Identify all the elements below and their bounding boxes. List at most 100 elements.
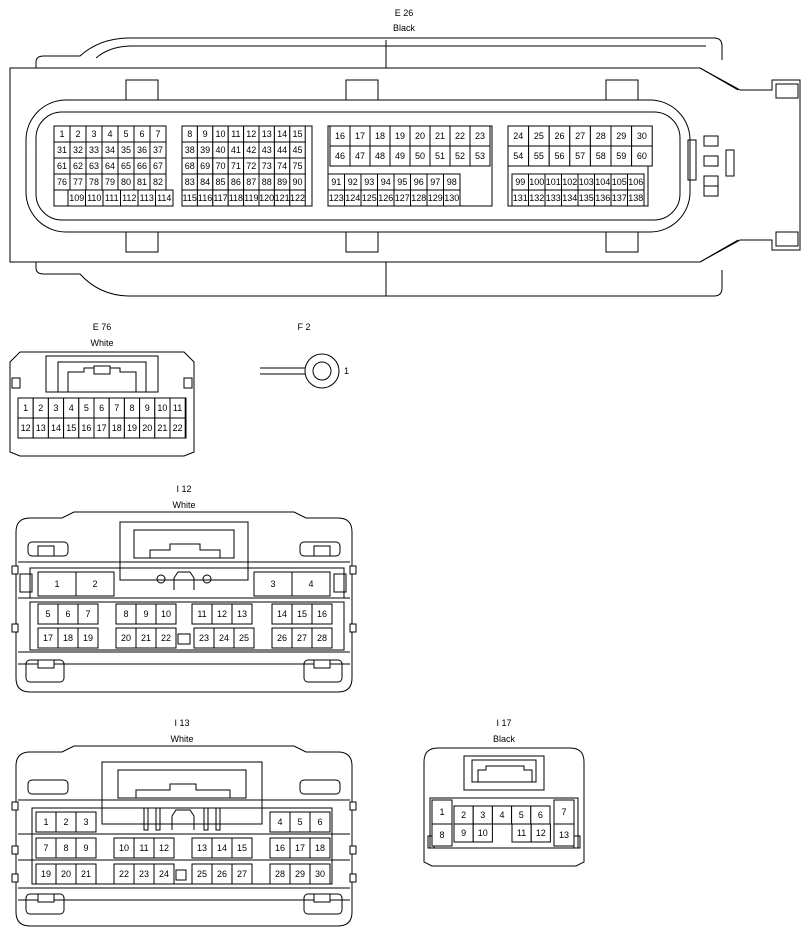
pin-label: 3 xyxy=(91,129,96,139)
pin-label: 19 xyxy=(395,131,405,141)
pin-cell xyxy=(75,811,97,833)
pin-label: 103 xyxy=(579,177,594,187)
pin-cell xyxy=(169,417,186,439)
pin-label: 83 xyxy=(185,177,195,187)
pin-label: 4 xyxy=(308,579,313,589)
pin-label: 122 xyxy=(290,193,305,203)
pin-label: 7 xyxy=(561,807,566,817)
pin-label: 13 xyxy=(36,423,46,433)
connector-i17-name: I 17 xyxy=(496,718,511,728)
pin-label: 123 xyxy=(329,193,344,203)
pin-label: 17 xyxy=(43,633,53,643)
pin-label: 12 xyxy=(536,828,546,838)
pin-label: 15 xyxy=(297,609,307,619)
connector-i13-name: I 13 xyxy=(174,718,189,728)
pin-label: 99 xyxy=(515,177,525,187)
pin-label: 134 xyxy=(562,193,577,203)
pin-label: 78 xyxy=(89,177,99,187)
pin-label: 56 xyxy=(554,151,564,161)
pin-label: 94 xyxy=(381,177,391,187)
pin-label: 25 xyxy=(239,633,249,643)
connector-i13-color: White xyxy=(170,734,193,744)
connector-i12: I 12 White xyxy=(11,484,357,693)
pin-label: 15 xyxy=(237,843,247,853)
pin-cell xyxy=(469,145,491,167)
pin-label: 28 xyxy=(317,633,327,643)
pin-label: 18 xyxy=(375,131,385,141)
connector-e26-color: Black xyxy=(393,23,416,33)
pin-label: 41 xyxy=(231,145,241,155)
pin-label: 35 xyxy=(121,145,131,155)
pin-label: 11 xyxy=(231,129,240,139)
pin-label: 7 xyxy=(114,403,119,413)
connector-i13: I 13 White xyxy=(11,718,357,927)
pin-label: 2 xyxy=(92,579,97,589)
pin-label: 87 xyxy=(246,177,256,187)
pin-label: 50 xyxy=(415,151,425,161)
pin-label: 10 xyxy=(157,403,167,413)
pin-label: 136 xyxy=(595,193,610,203)
connector-i13-housing xyxy=(11,745,357,927)
pin-label: 76 xyxy=(57,177,67,187)
pin-cell xyxy=(153,837,175,859)
pin-label: 13 xyxy=(559,830,569,840)
pin-label: 4 xyxy=(107,129,112,139)
pin-label: 28 xyxy=(275,869,285,879)
pin-label: 86 xyxy=(231,177,241,187)
pin-cell xyxy=(553,823,575,847)
connector-i13-pin-block xyxy=(31,807,333,885)
pin-label: 92 xyxy=(348,177,358,187)
pin-label: 48 xyxy=(375,151,385,161)
pin-cell xyxy=(77,603,99,625)
pin-label: 5 xyxy=(45,609,50,619)
pin-label: 59 xyxy=(616,151,626,161)
pin-label: 8 xyxy=(63,843,68,853)
pin-label: 3 xyxy=(480,810,485,820)
pin-label: 22 xyxy=(119,869,129,879)
pin-cell xyxy=(311,603,333,625)
pin-label: 6 xyxy=(65,609,70,619)
pin-label: 2 xyxy=(38,403,43,413)
pin-label: 30 xyxy=(315,869,325,879)
pin-label: 14 xyxy=(277,609,287,619)
pin-label: 74 xyxy=(277,161,287,171)
pin-label: 12 xyxy=(21,423,31,433)
pin-label: 65 xyxy=(121,161,131,171)
pin-label: 106 xyxy=(628,177,643,187)
pin-label: 7 xyxy=(155,129,160,139)
pin-label: 63 xyxy=(89,161,99,171)
pin-label: 121 xyxy=(275,193,290,203)
pin-label: 17 xyxy=(295,843,305,853)
pin-label: 61 xyxy=(57,161,67,171)
pin-label: 4 xyxy=(277,817,282,827)
pin-label: 12 xyxy=(217,609,227,619)
pin-label: 69 xyxy=(200,161,210,171)
connector-i17-housing xyxy=(423,747,585,867)
pin-cell xyxy=(443,189,461,207)
pin-cell xyxy=(431,823,453,847)
connector-i12-name: I 12 xyxy=(176,484,191,494)
pin-label: 18 xyxy=(63,633,73,643)
pin-label: 96 xyxy=(414,177,424,187)
pin-label: 8 xyxy=(187,129,192,139)
pin-label: 6 xyxy=(538,810,543,820)
pin-label: 75 xyxy=(292,161,302,171)
pin-label: 67 xyxy=(153,161,163,171)
pin-label: 138 xyxy=(628,193,643,203)
pin-label: 4 xyxy=(69,403,74,413)
connector-f2-pin-label: 1 xyxy=(344,366,349,376)
pin-label: 38 xyxy=(185,145,195,155)
pin-cell xyxy=(37,571,77,597)
pin-label: 8 xyxy=(129,403,134,413)
pin-label: 128 xyxy=(411,193,426,203)
pin-label: 124 xyxy=(345,193,360,203)
pin-label: 16 xyxy=(335,131,345,141)
pin-label: 45 xyxy=(292,145,302,155)
pin-label: 25 xyxy=(197,869,207,879)
pin-label: 3 xyxy=(53,403,58,413)
